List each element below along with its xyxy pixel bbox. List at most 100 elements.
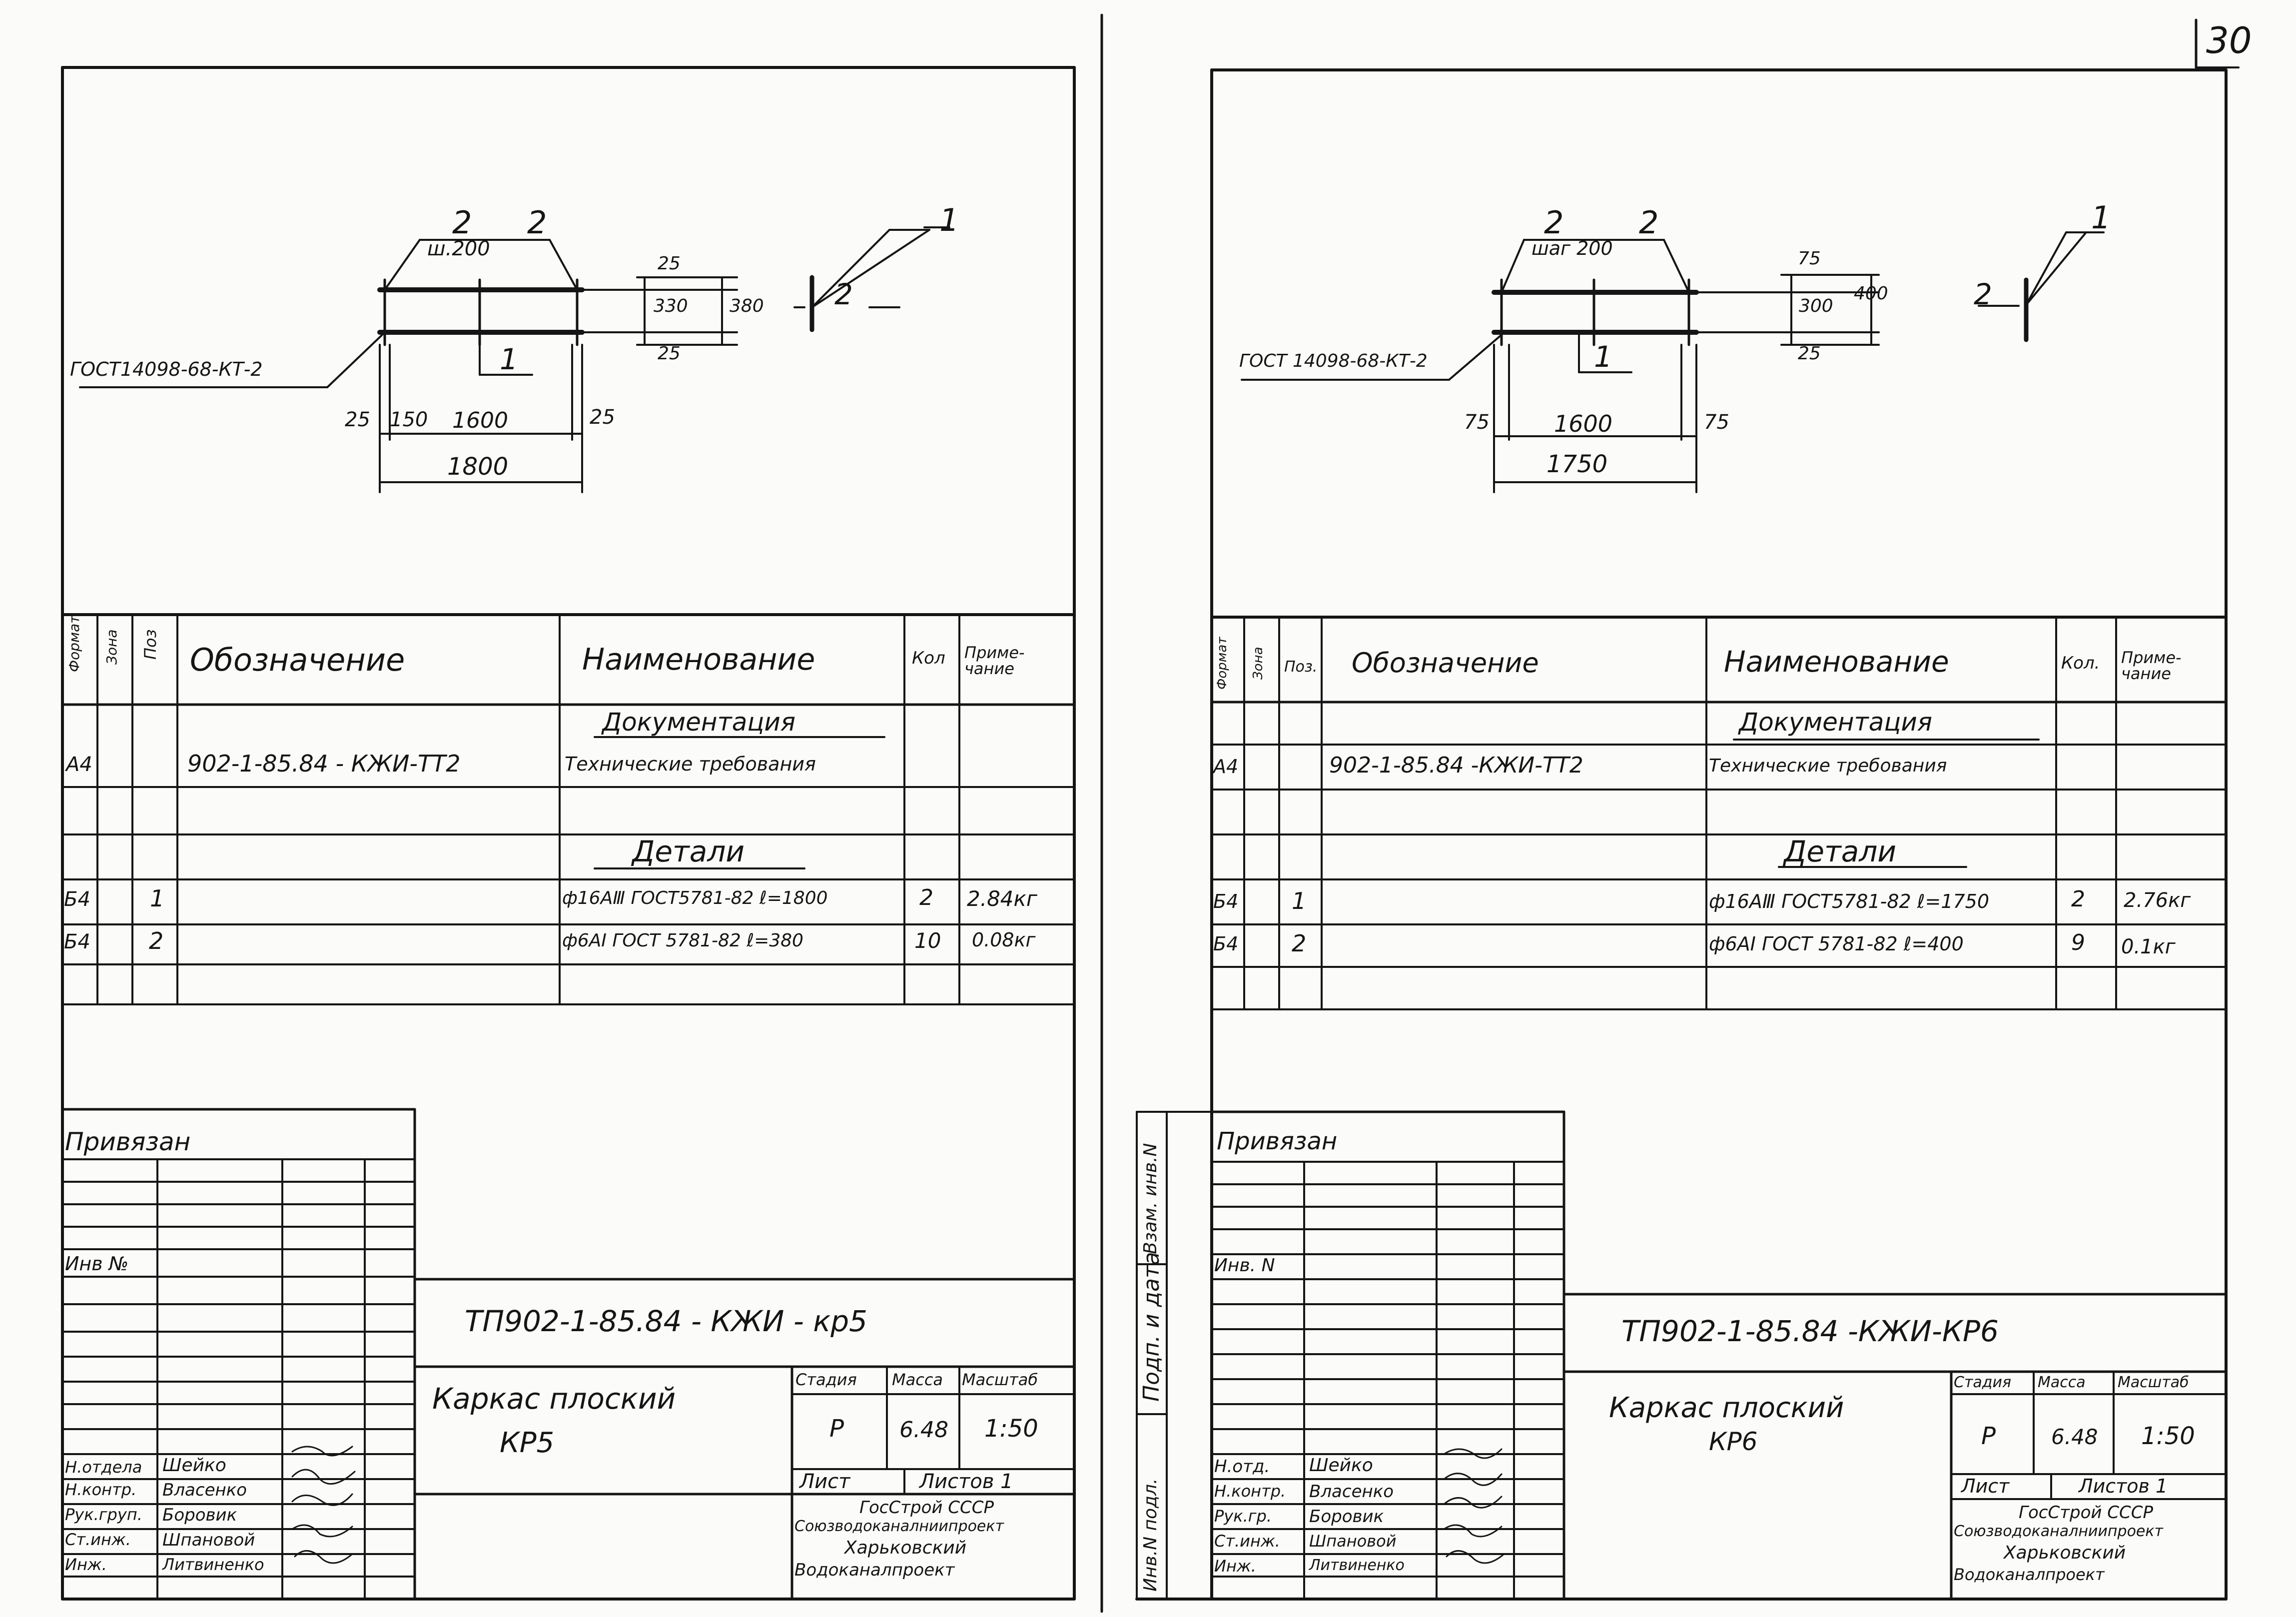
left-doc-format: А4 — [66, 753, 92, 776]
right-row2-qty: 9 — [2071, 930, 2085, 955]
left-dim-total-height: 380 — [730, 296, 764, 316]
side-stamp-podp-data: Подп. и дата — [1139, 1252, 1164, 1402]
right-header-designation: Обозначение — [1352, 647, 1539, 679]
left-pos1-label: 1 — [500, 342, 518, 376]
left-row1-note: 2.84кг — [967, 886, 1037, 911]
left-dim-total-length: 1800 — [447, 453, 509, 481]
left-header-qty: Кол — [912, 648, 945, 668]
left-row2-note: 0.08кг — [972, 929, 1036, 951]
right-sig-name-3: Боровик — [1309, 1507, 1384, 1527]
right-sheets-label: Листов 1 — [2079, 1475, 2168, 1497]
right-section-docs: Документация — [1739, 708, 1932, 737]
left-scale-header: Масштаб — [962, 1370, 1038, 1389]
left-org-line3: Харьковский — [844, 1538, 967, 1558]
right-sig-role-1: Н.отд. — [1214, 1457, 1270, 1477]
left-dim-first-step: 150 — [390, 408, 428, 431]
right-dim-bottom-small: 25 — [1798, 343, 1821, 364]
left-sig-role-5: Инж. — [65, 1555, 107, 1574]
left-dim-bottom-small: 25 — [658, 343, 681, 364]
right-sig-name-1: Шейко — [1309, 1455, 1373, 1476]
left-row2-name: ф6АⅠ ГОСТ 5781-82 ℓ=380 — [562, 930, 803, 951]
right-name-line2: КР6 — [1709, 1427, 1758, 1456]
right-name-line1: Каркас плоский — [1609, 1392, 1844, 1424]
right-header-zone: Зона — [1251, 647, 1266, 680]
right-section-parts: Детали — [1784, 834, 1897, 868]
right-doc-designation: 902-1-85.84 -КЖИ-ТТ2 — [1329, 753, 1583, 778]
right-row2-format: Б4 — [1213, 933, 1239, 955]
left-sig-name-5: Литвиненко — [162, 1555, 264, 1574]
left-spec-table-lines — [61, 613, 1076, 1005]
left-header-name: Наименование — [582, 642, 815, 677]
left-sig-role-3: Рук.груп. — [65, 1505, 142, 1524]
right-spec-table-lines — [1210, 616, 2228, 1010]
right-pos1-label: 1 — [1594, 340, 1612, 374]
left-mass: 6.48 — [899, 1417, 948, 1443]
right-header-format: Формат — [1215, 637, 1230, 690]
left-row2-format: Б4 — [64, 930, 90, 953]
left-sig-name-2: Власенко — [162, 1480, 247, 1500]
left-section-parts: Детали — [632, 834, 745, 868]
right-sig-role-5: Инж. — [1214, 1557, 1256, 1576]
right-header-pos: Поз. — [1284, 658, 1318, 676]
left-privyazan: Привязан — [65, 1127, 191, 1156]
right-header-qty: Кол. — [2061, 653, 2100, 673]
left-section-label-2: 2 — [834, 277, 853, 311]
left-stage-header: Стадия — [795, 1370, 857, 1389]
right-header-name: Наименование — [1724, 645, 1949, 679]
left-mass-header: Масса — [892, 1370, 943, 1389]
right-scale-header: Масштаб — [2118, 1374, 2189, 1391]
right-sig-role-4: Ст.инж. — [1214, 1532, 1280, 1551]
right-org-line1: ГосСтрой СССР — [2019, 1503, 2153, 1523]
left-sig-name-3: Боровик — [162, 1505, 237, 1525]
right-dim-middle: 300 — [1799, 296, 1833, 316]
left-gost-label: ГОСТ14098-68-КТ-2 — [70, 358, 263, 380]
right-dim-right-end: 75 — [1704, 411, 1729, 434]
right-section-label-1: 1 — [2091, 199, 2111, 236]
left-org-line4: Водоканалпроект — [794, 1560, 955, 1580]
right-dim-left-end: 75 — [1464, 411, 1490, 434]
left-org-line1: ГосСтрой СССР — [859, 1498, 994, 1518]
right-row2-name: ф6АⅠ ГОСТ 5781-82 ℓ=400 — [1709, 933, 1964, 955]
right-row1-note: 2.76кг — [2124, 889, 2191, 912]
left-name-line1: Каркас плоский — [432, 1382, 676, 1416]
left-sig-role-2: Н.контр. — [65, 1480, 137, 1499]
right-sig-name-2: Власенко — [1309, 1482, 1394, 1502]
left-sig-role-1: Н.отдела — [65, 1458, 142, 1477]
left-header-designation: Обозначение — [190, 642, 405, 678]
right-stage-header: Стадия — [1954, 1374, 2012, 1391]
right-dim-total-length: 1750 — [1546, 450, 1608, 478]
left-sig-name-4: Шпановой — [162, 1530, 255, 1550]
left-dim-span: 1600 — [452, 408, 508, 433]
left-step-label: ш.200 — [427, 237, 490, 260]
right-dim-total-height: 400 — [1854, 283, 1888, 304]
right-mass: 6.48 — [2051, 1425, 2098, 1449]
right-sheet-label: Лист — [1961, 1475, 2010, 1497]
right-doc-format: А4 — [1213, 756, 1239, 778]
right-privyazan: Привязан — [1217, 1127, 1338, 1155]
left-bar2-label-b: 2 — [527, 204, 547, 241]
left-sheet-frame — [61, 66, 1076, 1601]
left-scale: 1:50 — [984, 1415, 1038, 1443]
right-section-label-2: 2 — [1974, 277, 1992, 311]
left-row2-qty: 10 — [914, 928, 941, 953]
left-doc-code: ТП902-1-85.84 - КЖИ - кр5 — [465, 1304, 867, 1338]
left-title-block-lines — [61, 1108, 1076, 1601]
left-sig-role-4: Ст.инж. — [65, 1530, 131, 1549]
right-bar2-label-a: 2 — [1544, 204, 1564, 241]
right-step-label: шаг 200 — [1531, 237, 1613, 259]
right-sig-role-3: Рук.гр. — [1214, 1507, 1272, 1526]
right-inv-label: Инв. N — [1214, 1255, 1275, 1276]
left-section-label-1: 1 — [939, 202, 959, 238]
right-dim-span: 1600 — [1554, 410, 1613, 437]
left-sheet-label: Лист — [799, 1470, 850, 1493]
left-dim-right-end: 25 — [590, 406, 615, 429]
right-title-block-lines — [1136, 1110, 2228, 1601]
left-section-docs: Документация — [602, 708, 795, 737]
left-sheets-label: Листов 1 — [919, 1470, 1013, 1493]
right-frame-sketch — [1241, 231, 2105, 493]
left-dim-left-end: 25 — [345, 408, 370, 431]
left-doc-designation: 902-1-85.84 - КЖИ-ТТ2 — [187, 750, 461, 777]
left-inv-label: Инв № — [65, 1253, 129, 1275]
left-header-note: Приме-чание — [964, 643, 1025, 678]
